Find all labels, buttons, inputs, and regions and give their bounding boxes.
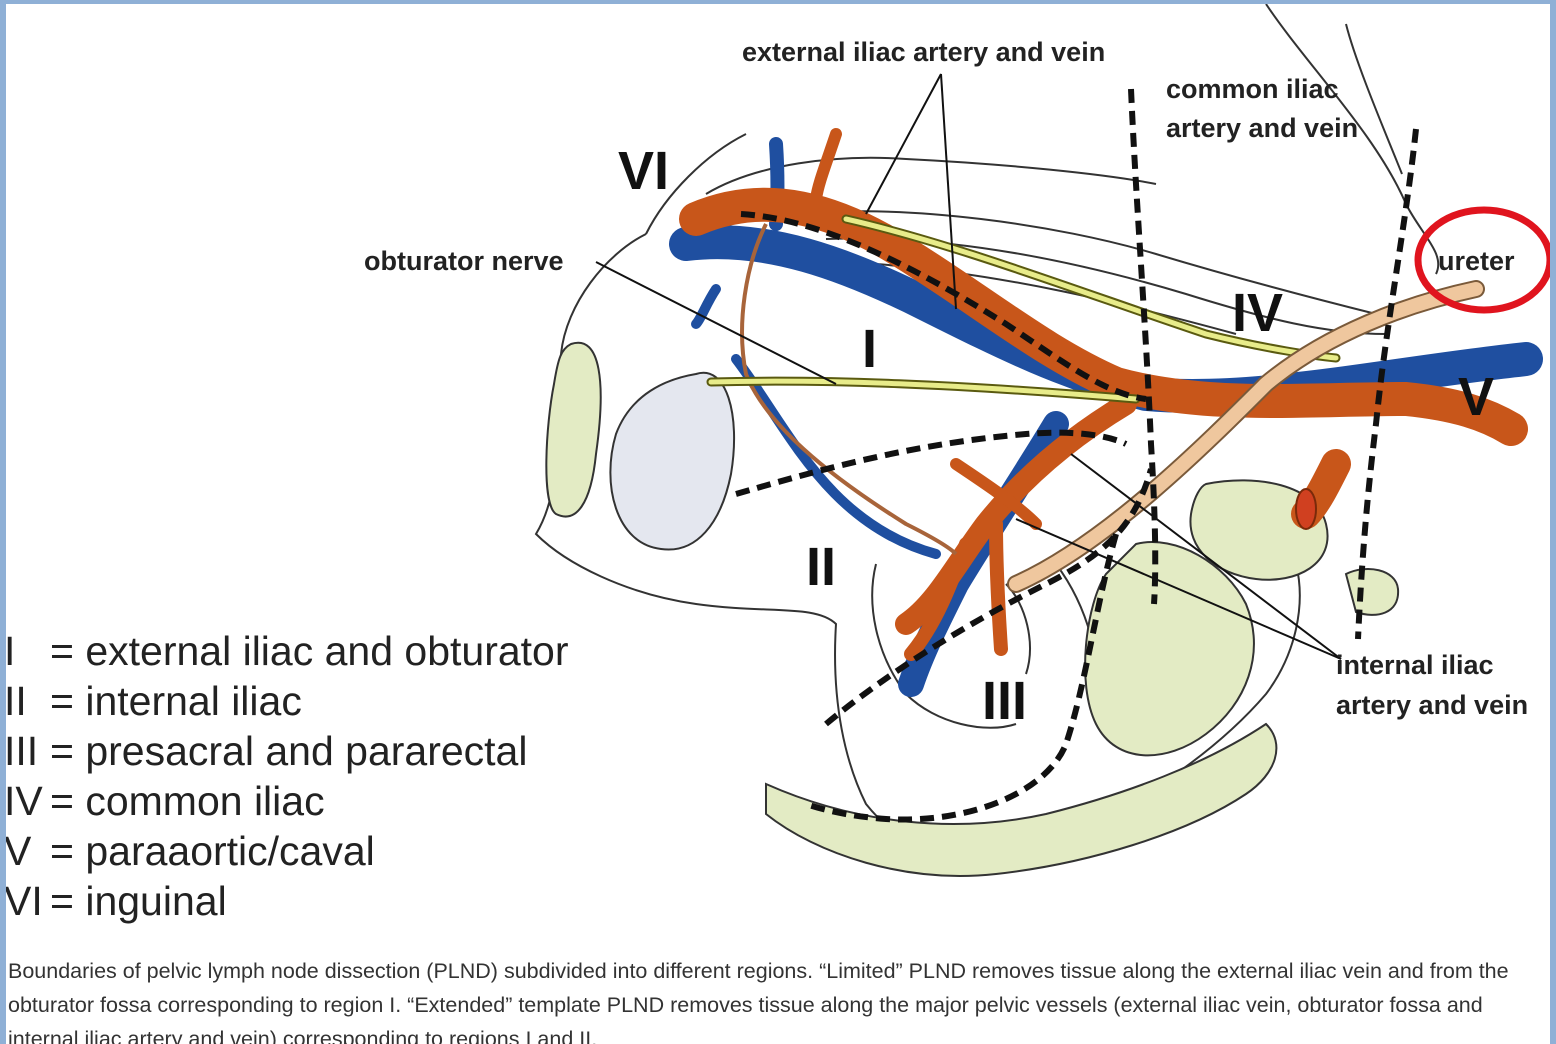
legend-row: III= presacral and pararectal [6,726,569,776]
legend-row: V= paraaortic/caval [6,826,569,876]
legend-row: II= internal iliac [6,676,569,726]
legend-row: VI= inguinal [6,876,569,926]
legend-row: I= external iliac and obturator [6,626,569,676]
label-external-iliac: external iliac artery and vein [742,39,1105,66]
region-label-iv: IV [1232,286,1283,340]
cut-vessel-end [1296,489,1316,529]
region-label-vi: VI [618,144,669,198]
figure-caption: Boundaries of pelvic lymph node dissecti… [8,954,1550,1044]
figure-panel: external iliac artery and vein common il… [6,4,1550,1044]
region-legend: I= external iliac and obturator II= inte… [6,626,569,926]
region-label-iii: III [982,674,1027,728]
label-common-iliac-line1: common iliac [1166,76,1339,103]
label-internal-iliac-line2: artery and vein [1336,692,1528,719]
label-internal-iliac-line1: internal iliac [1336,652,1494,679]
legend-row: IV= common iliac [6,776,569,826]
obturator-organ [610,373,734,550]
label-obturator-nerve: obturator nerve [364,248,564,275]
label-common-iliac-line2: artery and vein [1166,115,1358,142]
region-label-ii: II [806,540,836,594]
label-ureter: ureter [1438,248,1515,275]
region-label-i: I [862,322,877,376]
region-label-v: V [1458,370,1494,424]
